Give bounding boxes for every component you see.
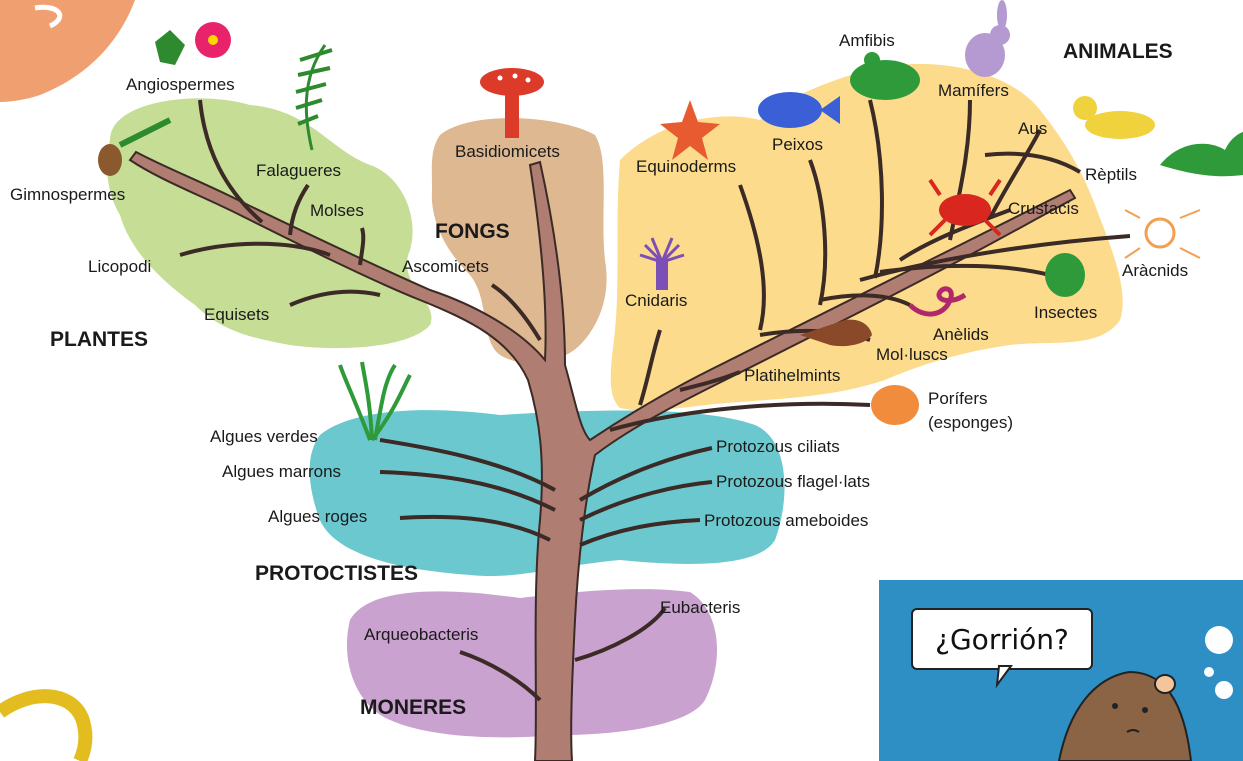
label-basidiomicets: Basidiomicets <box>455 142 560 161</box>
branch-equinoderms <box>738 184 766 331</box>
branch-falagueres <box>288 183 310 236</box>
branch-protozous-flagelats <box>579 480 713 522</box>
dinosaur-icon <box>1160 132 1243 177</box>
branch-peixos <box>808 159 828 306</box>
branch-ascomicets <box>490 283 542 342</box>
branch-algues-roges <box>399 514 551 542</box>
beetle-icon <box>1045 253 1085 297</box>
speech-bubble-text: ¿Gorrión? <box>935 622 1069 656</box>
label-equinoderms: Equinoderms <box>636 157 736 176</box>
seaweed-icon <box>338 361 412 442</box>
label-arqueobacteris: Arqueobacteris <box>364 625 478 644</box>
label-molses: Molses <box>310 201 364 220</box>
group-moneres: MONERES <box>360 696 466 719</box>
moneres-region <box>346 589 717 738</box>
label-aracnids: Aràcnids <box>1122 261 1188 280</box>
frog-icon <box>850 52 920 100</box>
label-ascomicets: Ascomicets <box>402 257 489 276</box>
branch-aus <box>988 129 1042 219</box>
branch-amfibis <box>868 99 884 279</box>
branch-molses <box>358 227 366 266</box>
label-eubacteris: Eubacteris <box>660 598 740 617</box>
label-peixos: Peixos <box>772 135 823 154</box>
corner-orange-curl <box>34 4 63 29</box>
label-protozous-ciliats: Protozous ciliats <box>716 437 840 456</box>
worm-icon <box>908 286 967 317</box>
label-cnidaris: Cnidaris <box>625 291 687 310</box>
sponge-icon <box>871 385 919 425</box>
label-algues-roges: Algues roges <box>268 507 367 526</box>
label-angiospermes: Angiospermes <box>126 75 235 94</box>
mushroom-icon <box>480 68 544 138</box>
branch-angiospermes <box>198 99 264 224</box>
label-porifers: Porífers <box>928 389 988 408</box>
label-aus: Aus <box>1018 119 1047 138</box>
branch-insectes <box>879 263 1051 277</box>
corner-yellow-ring <box>0 689 93 761</box>
sea-anemone-icon <box>639 237 685 290</box>
character-body <box>1057 670 1193 761</box>
branch-licopodi <box>179 241 331 257</box>
branch-algues-verdes <box>379 438 556 492</box>
label-esponges: (esponges) <box>928 413 1013 432</box>
branch-crustacis <box>898 208 1011 262</box>
thought-dots-icon <box>995 626 1233 761</box>
branch-porifers <box>609 401 871 432</box>
branch-equisets <box>289 289 381 307</box>
shell-icon <box>800 319 872 347</box>
branch-protozous-ameboides <box>579 518 701 547</box>
starfish-icon <box>660 100 720 160</box>
duck-icon <box>1073 96 1155 139</box>
label-gimnospermes: Gimnospermes <box>10 185 125 204</box>
group-plantes: PLANTES <box>50 328 148 351</box>
label-mamifers: Mamífers <box>938 81 1009 100</box>
label-anelids: Anèlids <box>933 325 989 344</box>
branch-eubacteris <box>574 606 667 662</box>
label-platihelmints: Platihelmints <box>744 366 840 385</box>
speech-bubble: ¿Gorrión? <box>911 608 1093 670</box>
label-licopodi: Licopodi <box>88 257 151 276</box>
label-algues-marrons: Algues marrons <box>222 462 341 481</box>
label-equisets: Equisets <box>204 305 269 324</box>
label-algues-verdes: Algues verdes <box>210 427 318 446</box>
label-protozous-ameboides: Protozous ameboides <box>704 511 868 530</box>
branch-cnidaris <box>638 329 662 406</box>
group-protoctistes: PROTOCTISTES <box>255 562 418 585</box>
label-reptils: Rèptils <box>1085 165 1137 184</box>
pine-branch-icon <box>98 117 172 176</box>
spider-icon <box>1124 209 1201 259</box>
branch-anelids <box>819 293 911 307</box>
branch-platihelmints <box>679 370 741 392</box>
group-fongs: FONGS <box>435 220 510 243</box>
tree-trunk <box>128 150 1077 761</box>
label-protozous-flagelats: Protozous flagel·lats <box>716 472 870 491</box>
flower-icon <box>155 22 231 65</box>
label-molluscs: Mol·luscs <box>876 345 948 364</box>
label-insectes: Insectes <box>1034 303 1097 322</box>
label-amfibis: Amfibis <box>839 31 895 50</box>
branch-reptils <box>984 151 1082 174</box>
fish-icon <box>758 92 840 128</box>
fern-icon <box>295 44 333 151</box>
comic-panel: ¿Gorrión? <box>879 580 1243 761</box>
branch-arqueobacteris <box>459 650 542 702</box>
rabbit-icon <box>965 0 1010 77</box>
group-animales: ANIMALES <box>1063 40 1173 63</box>
branch-protozous-ciliats <box>578 446 713 502</box>
crab-icon <box>928 178 1002 237</box>
corner-orange-shape <box>0 0 135 102</box>
label-crustacis: Crustacis <box>1008 199 1079 218</box>
animales-region <box>610 63 1123 411</box>
branch-algues-marrons <box>379 470 556 512</box>
label-falagueres: Falagueres <box>256 161 341 180</box>
